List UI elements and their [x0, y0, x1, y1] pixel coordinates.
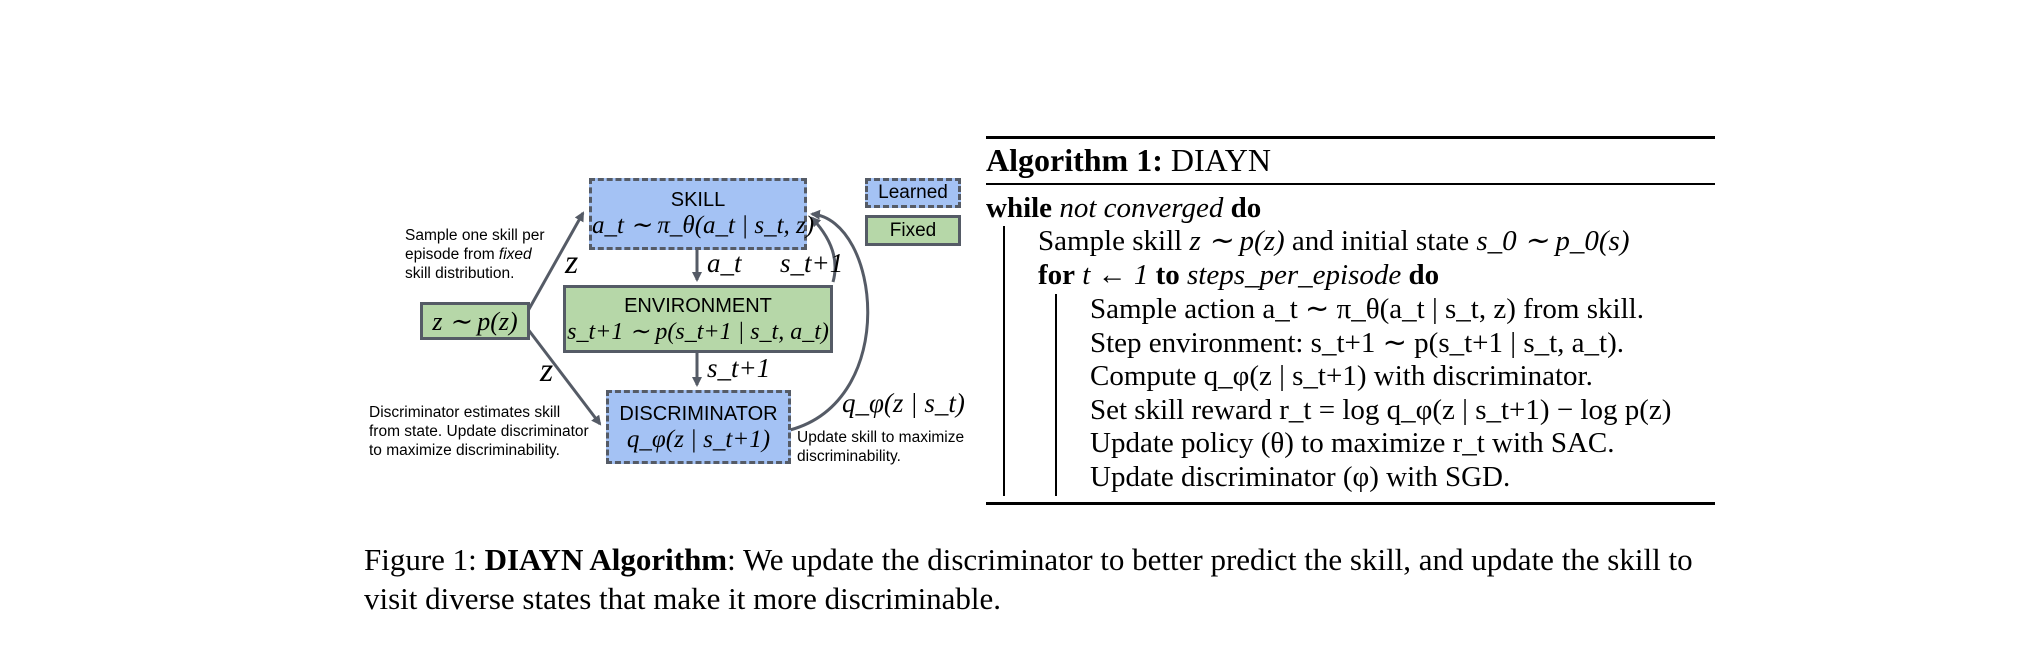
environment-formula: s_t+1 ∼ p(s_t+1 | s_t, a_t) — [567, 319, 829, 345]
sample-skill-text-a: Sample skill — [1038, 225, 1183, 257]
caption-prefix: Figure 1: — [364, 542, 477, 577]
arrow-environment-to-skill — [810, 216, 837, 283]
environment-box: ENVIRONMENT s_t+1 ∼ p(s_t+1 | s_t, a_t) — [563, 285, 833, 353]
edge-label-q: q_φ(z | s_t) — [842, 388, 965, 418]
algorithm-for-line: for t ← 1 to steps_per_episode do — [1038, 258, 1439, 292]
edge-label-s-t1-right: s_t+1 — [780, 248, 844, 278]
algorithm-header-bold: Algorithm 1: — [986, 142, 1163, 178]
note-discriminator-line1: Discriminator estimates skill — [369, 404, 561, 421]
edge-label-z-top: z — [565, 244, 579, 281]
discriminator-formula: q_φ(z | s_t+1) — [626, 426, 771, 453]
note-update-skill-line1: Update skill to maximize — [797, 429, 965, 446]
sample-skill-text-c: and initial state — [1291, 225, 1470, 257]
for-init: t ← 1 — [1082, 259, 1149, 291]
while-condition: not converged — [1059, 192, 1224, 224]
algorithm-step-6: Update discriminator (φ) with SGD. — [1090, 461, 1511, 493]
algorithm-header-rule — [986, 183, 1715, 185]
prior-box: z ∼ p(z) — [420, 302, 530, 340]
note-sample-skill-line3: skill distribution. — [405, 265, 515, 282]
sample-skill-math-s0: s_0 ∼ p_0(s) — [1476, 225, 1630, 257]
legend-learned-label: Learned — [878, 182, 948, 203]
algorithm-step-1: Sample action a_t ∼ π_θ(a_t | s_t, z) fr… — [1090, 293, 1644, 325]
discriminator-title: DISCRIMINATOR — [619, 403, 778, 425]
algorithm-step-2: Step environment: s_t+1 ∼ p(s_t+1 | s_t,… — [1090, 327, 1625, 359]
note-discriminator-line3: to maximize discriminability. — [369, 442, 560, 459]
algorithm-step-4: Set skill reward r_t = log q_φ(z | s_t+1… — [1090, 394, 1672, 426]
while-block-bar — [1003, 226, 1005, 496]
caption-bold: DIAYN Algorithm — [484, 542, 728, 577]
note-update-skill-line2: discriminability. — [797, 448, 901, 465]
environment-title: ENVIRONMENT — [624, 295, 772, 317]
edge-label-z-bottom: z — [540, 352, 554, 389]
algorithm-header: Algorithm 1: DIAYN — [986, 141, 1271, 179]
legend-fixed-label: Fixed — [889, 220, 937, 241]
note-sample-skill: Sample one skill per episode from fixed … — [405, 226, 565, 283]
algorithm-sample-skill-line: Sample skill z ∼ p(z) and initial state … — [1038, 224, 1630, 258]
for-limit: steps_per_episode — [1187, 259, 1402, 291]
note-sample-skill-line2: episode from — [405, 246, 495, 263]
edge-label-a-t: a_t — [707, 248, 742, 278]
discriminator-box: DISCRIMINATOR q_φ(z | s_t+1) — [606, 390, 791, 464]
algorithm-step-3: Compute q_φ(z | s_t+1) with discriminato… — [1090, 360, 1593, 392]
note-sample-skill-fixed: fixed — [498, 246, 532, 263]
arrow-discriminator-to-skill — [789, 209, 870, 432]
sample-skill-math-z: z ∼ p(z) — [1189, 225, 1285, 257]
legend-fixed: Fixed — [865, 215, 961, 246]
legend-learned: Learned — [865, 178, 961, 208]
figure-caption: Figure 1: DIAYN Algorithm: We update the… — [364, 540, 1714, 618]
note-discriminator-line2: from state. Update discriminator — [369, 423, 589, 440]
while-keyword: while — [986, 192, 1053, 224]
for-keyword: for — [1038, 259, 1076, 291]
skill-box: SKILL a_t ∼ π_θ(a_t | s_t, z) — [589, 178, 815, 250]
skill-formula: a_t ∼ π_θ(a_t | s_t, z) — [592, 212, 815, 239]
for-to-keyword: to — [1155, 259, 1180, 291]
prior-formula: z ∼ p(z) — [432, 307, 518, 336]
arrow-prior-to-discriminator — [522, 323, 602, 426]
while-do-keyword: do — [1230, 192, 1262, 224]
algorithm-top-rule — [986, 136, 1715, 139]
for-do-keyword: do — [1408, 259, 1440, 291]
skill-title: SKILL — [670, 189, 726, 211]
algorithm-bottom-rule — [986, 502, 1715, 505]
algorithm-while-line: while not converged do — [986, 191, 1261, 225]
algorithm-header-name: DIAYN — [1170, 142, 1272, 178]
note-update-skill: Update skill to maximize discriminabilit… — [797, 428, 987, 466]
for-block-bar — [1055, 294, 1057, 496]
caption-text: : We update the discriminator to better … — [364, 542, 1693, 616]
edge-label-s-t1-down: s_t+1 — [707, 353, 771, 383]
algorithm-step-5: Update policy (θ) to maximize r_t with S… — [1090, 427, 1615, 459]
arrow-prior-to-skill — [522, 211, 585, 319]
note-discriminator: Discriminator estimates skill from state… — [369, 403, 609, 460]
note-sample-skill-line1: Sample one skill per — [405, 227, 545, 244]
